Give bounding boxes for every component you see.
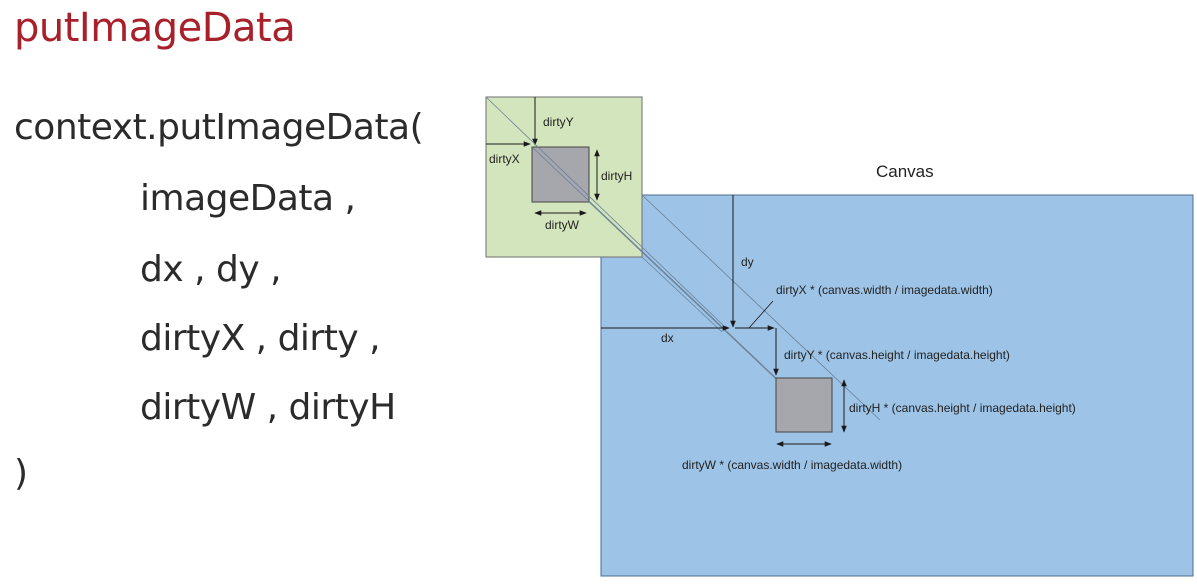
target-dy-label-text: dy	[741, 255, 754, 269]
target-dx-label: dx	[661, 331, 674, 345]
target-dirtyx-leader	[748, 300, 774, 329]
canvas-rect	[600, 194, 1194, 577]
projection-line-d	[641, 256, 723, 333]
projection-line-b	[531, 146, 777, 379]
code-arg-dirty-xy: dirtyX , dirty ,	[140, 318, 381, 359]
code-arg-dx-dy: dx , dy ,	[140, 249, 282, 290]
target-dirtyx-label: dirtyX * (canvas.width / imagedata.width…	[776, 283, 993, 297]
canvas-label: Canvas	[876, 162, 934, 181]
code-close: )	[14, 453, 28, 494]
code-call: context.putImageData(	[14, 107, 424, 148]
code-arg-dirty-wh: dirtyW , dirtyH	[140, 387, 396, 428]
target-dirtyy-label: dirtyY * (canvas.height / imagedata.heig…	[784, 348, 1010, 362]
target-dirtyw-label: dirtyW * (canvas.width / imagedata.width…	[682, 458, 902, 472]
target-dirty-rect	[775, 377, 833, 433]
code-arg-imagedata: imageData ,	[140, 178, 356, 219]
projection-line-a	[485, 96, 724, 326]
source-dirtyh-label: dirtyH	[601, 169, 632, 183]
source-dirtyx-label: dirtyX	[489, 152, 520, 166]
projection-line-e	[641, 194, 881, 421]
source-dirtyw-label: dirtyW	[545, 218, 580, 232]
target-dirtyh-label: dirtyH * (canvas.height / imagedata.heig…	[849, 401, 1076, 415]
source-dirtyy-label: dirtyY	[543, 115, 574, 129]
slide-title: putImageData	[14, 5, 296, 51]
